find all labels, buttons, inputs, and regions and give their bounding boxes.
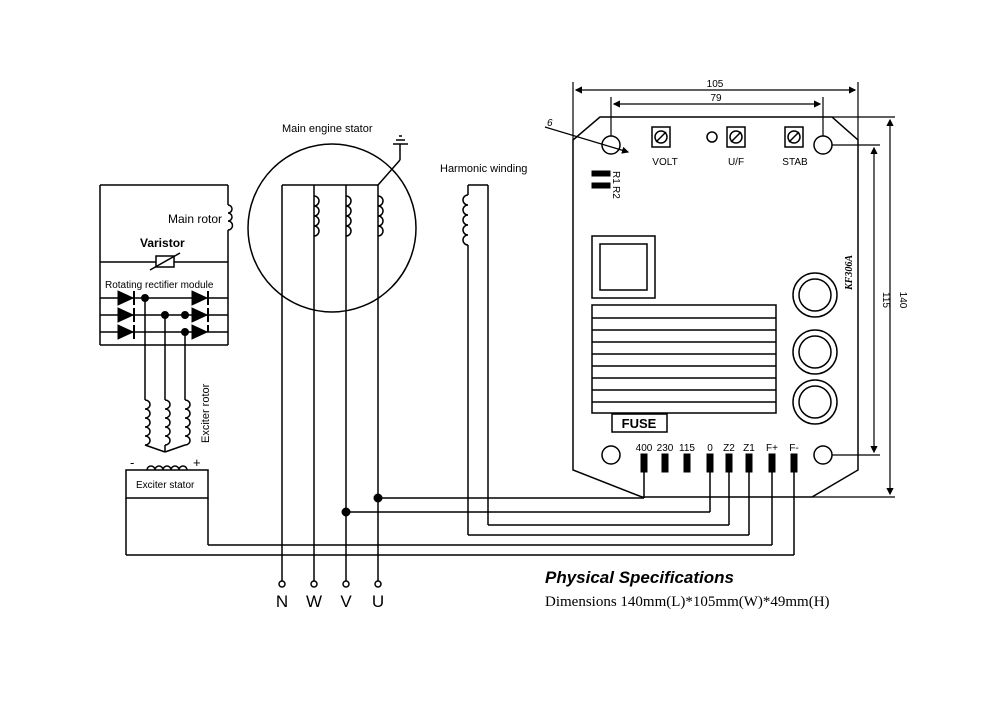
- terminal-wiring: [126, 470, 795, 556]
- diodes: [117, 290, 209, 340]
- ground-icon: [393, 135, 408, 145]
- terminal-label-115: 115: [679, 443, 695, 454]
- dim-hole-diameter: 6: [547, 118, 553, 129]
- terminal-label-0: 0: [707, 443, 713, 454]
- specs-title: Physical Specifications: [545, 568, 734, 587]
- pot-label-stab: STAB: [782, 157, 808, 168]
- terminal-label-fminus: F-: [789, 443, 798, 454]
- exciter-rotor-coils: [144, 298, 191, 453]
- dim-height-outer: 140: [897, 292, 908, 309]
- pot-label-volt: VOLT: [652, 157, 677, 168]
- exciter-stator: [125, 465, 209, 555]
- exciter-plus-label: +: [193, 455, 201, 470]
- exciter-rotor-label: Exciter rotor: [200, 383, 212, 443]
- terminal-label-z2: Z2: [723, 443, 735, 454]
- varistor-label: Varistor: [140, 236, 185, 250]
- main-engine-stator-label: Main engine stator: [282, 123, 373, 135]
- phase-terminals: [278, 580, 382, 588]
- mounting-hole: [813, 135, 833, 155]
- fuse-label: FUSE: [622, 416, 657, 431]
- avr-model-label: KF306A: [844, 255, 855, 291]
- terminal-label-z1: Z1: [743, 443, 755, 454]
- resistor-label-r1: R1: [610, 171, 621, 184]
- dim-width-outer: 105: [707, 79, 724, 90]
- exciter-stator-label: Exciter stator: [136, 480, 195, 491]
- dim-height-holes: 115: [880, 292, 891, 308]
- main-engine-stator: [247, 135, 417, 582]
- terminal-label-230: 230: [657, 443, 674, 454]
- terminal-label-fplus: F+: [766, 443, 778, 454]
- terminal-label-400: 400: [636, 443, 653, 454]
- main-rotor-label: Main rotor: [168, 212, 222, 226]
- phase-label-w: W: [306, 592, 322, 611]
- dim-width-holes: 79: [710, 93, 722, 104]
- varistor-symbol: [149, 252, 181, 271]
- avr-terminal-pins: [640, 453, 798, 473]
- phase-label-u: U: [372, 592, 384, 611]
- mounting-hole: [813, 445, 833, 465]
- junction-dots: [141, 294, 383, 517]
- dimension-lines: [544, 82, 895, 498]
- resistors: [591, 170, 611, 189]
- exciter-minus-label: -: [130, 455, 134, 470]
- mounting-hole: [601, 445, 621, 465]
- rotating-rectifier-label: Rotating rectifier module: [105, 280, 214, 291]
- resistor-label-r2: R2: [610, 186, 621, 199]
- harmonic-winding: [462, 184, 489, 535]
- specs-dimensions: Dimensions 140mm(L)*105mm(W)*49mm(H): [545, 594, 830, 610]
- main-rotor-coil: [227, 204, 234, 231]
- phase-label-v: V: [340, 592, 352, 611]
- harmonic-winding-label: Harmonic winding: [440, 163, 527, 175]
- phase-label-n: N: [276, 592, 288, 611]
- pot-label-uf: U/F: [728, 157, 744, 168]
